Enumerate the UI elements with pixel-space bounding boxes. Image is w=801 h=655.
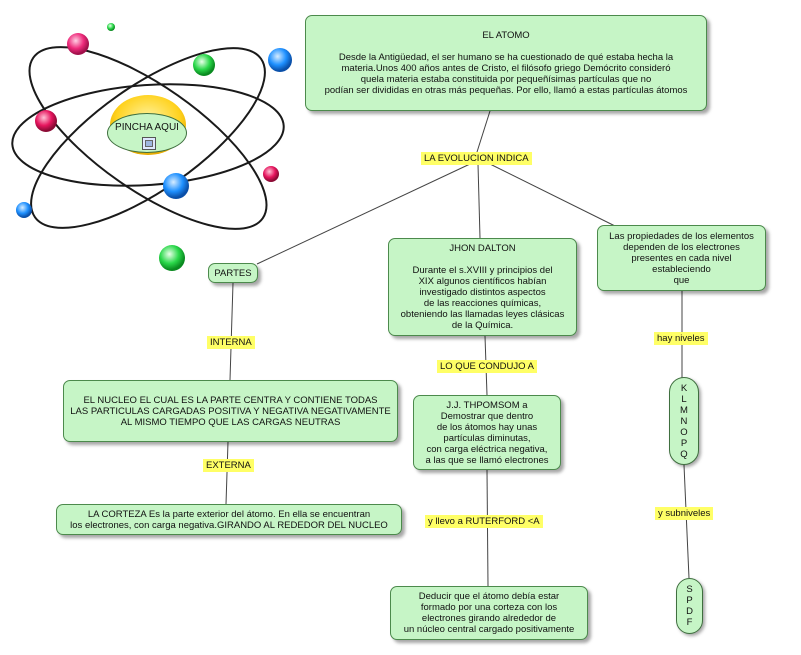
electron-small-green [107,23,115,31]
node-corteza[interactable]: LA CORTEZA Es la parte exterior del átom… [56,504,402,535]
orbit-tilted-right [28,46,268,230]
node-el-atomo-text: Desde la Antigüedad, el ser humano se ha… [324,52,688,96]
connectors [225,110,690,587]
node-el-atomo[interactable]: EL ATOMO Desde la Antigüedad, el ser hum… [305,15,707,111]
electron-green-bottom [159,245,185,271]
node-nucleo[interactable]: EL NUCLEO EL CUAL ES LA PARTE CENTRA Y C… [63,380,398,442]
electron-blue-center [163,173,189,199]
label-interna: INTERNA [207,336,255,349]
label-ruterford: y llevo a RUTERFORD <A [425,515,543,528]
label-condujo: LO QUE CONDUJO A [437,360,537,373]
node-thomson[interactable]: J.J. THPOMSOM a Demostrar que dentro de … [413,395,561,470]
electron-magenta-left [35,110,57,132]
electron-pink [67,33,89,55]
electrons [16,23,292,271]
film-icon [142,137,156,150]
label-externa: EXTERNA [203,459,254,472]
node-partes[interactable]: PARTES [208,263,258,283]
node-jhon-dalton-title: JHON DALTON [449,243,516,254]
node-propiedades[interactable]: Las propiedades de los elementos depende… [597,225,766,291]
pincha-aqui-label: PINCHA AQUI [115,122,179,133]
node-niveles-klmnopq[interactable]: K L M N O P Q [669,377,699,465]
orbit-horizontal [11,83,285,187]
node-rutherford[interactable]: Deducir que el átomo debía estar formado… [390,586,588,640]
node-subniveles-spdf[interactable]: S P D F [676,578,703,634]
pincha-aqui-button[interactable]: PINCHA AQUI [107,113,187,153]
node-jhon-dalton[interactable]: JHON DALTON Durante el s.XVIII y princip… [388,238,577,336]
electron-magenta-right [263,166,279,182]
label-hay-niveles: hay niveles [654,332,708,345]
electron-green [193,54,215,76]
electron-blue-top [268,48,292,72]
label-evolucion: LA EVOLUCION INDICA [421,152,532,165]
node-jhon-dalton-text: Durante el s.XVIII y principios del XIX … [400,265,565,331]
label-subniveles: y subniveles [655,507,714,520]
electron-blue-left [16,202,32,218]
node-el-atomo-title: EL ATOMO [482,30,530,41]
